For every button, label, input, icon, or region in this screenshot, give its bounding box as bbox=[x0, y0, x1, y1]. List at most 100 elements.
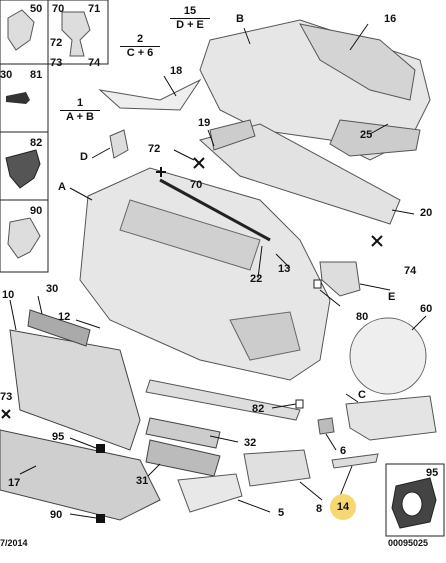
callout-60: 60 bbox=[420, 303, 433, 315]
callout-73: 73 bbox=[0, 391, 13, 403]
callout-22: 22 bbox=[250, 273, 263, 285]
inset-label-30: 30 bbox=[0, 69, 13, 81]
callout-16: 16 bbox=[384, 13, 397, 25]
leader-25 bbox=[369, 123, 389, 135]
bumper-upper-grille-area bbox=[119, 199, 261, 271]
group-2-items: C + 6 bbox=[126, 47, 154, 59]
highlight-callout-14-label: 14 bbox=[336, 501, 350, 513]
cross-74 bbox=[371, 235, 383, 247]
group-15-num: 15 bbox=[183, 5, 197, 17]
part-16-shape bbox=[299, 23, 416, 101]
part-C-shape bbox=[345, 395, 437, 441]
leader-17 bbox=[19, 465, 37, 475]
marker-80 bbox=[313, 279, 322, 289]
inset-label-82: 82 bbox=[30, 137, 43, 149]
callout-A: A bbox=[58, 181, 66, 193]
leader-D bbox=[91, 147, 111, 159]
callout-90: 90 bbox=[50, 509, 63, 521]
leader-31 bbox=[147, 463, 161, 477]
part-6-shape bbox=[317, 417, 335, 435]
part-5-shape bbox=[177, 473, 243, 513]
part-25-shape bbox=[329, 119, 421, 157]
inset-label-81: 81 bbox=[30, 69, 43, 81]
group-2-num: 2 bbox=[136, 33, 144, 45]
leader-82 bbox=[271, 403, 297, 409]
callout-70: 70 bbox=[190, 179, 203, 191]
inset-label-70: 70 bbox=[52, 3, 65, 15]
callout-19: 19 bbox=[198, 117, 211, 129]
fastener-90-shape bbox=[7, 217, 41, 259]
cross-72 bbox=[193, 157, 205, 169]
callout-D: D bbox=[80, 151, 88, 163]
part-32-shape bbox=[145, 417, 221, 449]
callout-5: 5 bbox=[278, 507, 285, 519]
callout-95: 95 bbox=[52, 431, 65, 443]
part-kit-60-shape bbox=[349, 317, 427, 395]
leader-72 bbox=[173, 149, 195, 161]
callout-17: 17 bbox=[8, 477, 21, 489]
highlight-callout-14[interactable]: 14 bbox=[330, 494, 356, 520]
footer-reference: 00095025 bbox=[388, 538, 429, 548]
leader-22 bbox=[257, 245, 263, 279]
callout-18: 18 bbox=[170, 65, 183, 77]
callout-E: E bbox=[388, 291, 396, 303]
part-95-inset-hole bbox=[401, 491, 423, 517]
clip-82-shape bbox=[5, 149, 41, 189]
clip-50-shape bbox=[7, 9, 35, 51]
part-E-bracket-shape bbox=[319, 261, 361, 297]
part-18-shape bbox=[98, 78, 202, 111]
group-15: 15 D + E bbox=[170, 6, 210, 31]
inset-label-71: 71 bbox=[88, 3, 101, 15]
part-82-strip-shape bbox=[145, 379, 301, 421]
callout-8: 8 bbox=[316, 503, 323, 515]
part-spoiler-17-shape bbox=[0, 429, 161, 521]
cross-70 bbox=[156, 167, 166, 177]
callout-32: 32 bbox=[244, 437, 257, 449]
group-1-divider bbox=[60, 110, 100, 111]
callout-20: 20 bbox=[420, 207, 433, 219]
group-15-divider bbox=[170, 18, 210, 19]
leader-19 bbox=[207, 129, 215, 147]
leader-95 bbox=[69, 437, 97, 449]
leader-14 bbox=[339, 465, 353, 497]
callout-30: 30 bbox=[46, 283, 59, 295]
callout-25: 25 bbox=[360, 129, 373, 141]
leader-8 bbox=[299, 481, 323, 501]
callout-B: B bbox=[236, 13, 244, 25]
rivet-30-shape bbox=[6, 92, 30, 104]
group-1: 1 A + B bbox=[60, 98, 100, 123]
leader-E bbox=[359, 283, 391, 291]
inset-label-95: 95 bbox=[426, 467, 439, 479]
leader-32 bbox=[209, 435, 239, 443]
marker-90 bbox=[96, 514, 105, 523]
marker-82 bbox=[295, 399, 304, 409]
callout-6: 6 bbox=[340, 445, 347, 457]
leader-10 bbox=[9, 299, 17, 331]
cross-markers bbox=[1, 157, 383, 419]
leader-16 bbox=[349, 23, 369, 51]
leader-20 bbox=[391, 209, 415, 215]
leader-6 bbox=[325, 433, 337, 451]
leader-lines bbox=[9, 23, 427, 519]
leader-5 bbox=[237, 499, 271, 513]
inset-label-74: 74 bbox=[88, 57, 101, 69]
inset-label-73: 73 bbox=[50, 57, 63, 69]
callout-74: 74 bbox=[404, 265, 417, 277]
group-15-items: D + E bbox=[176, 19, 204, 31]
group-2-divider bbox=[120, 46, 160, 47]
group-1-num: 1 bbox=[76, 97, 84, 109]
footer-date: 7/2014 bbox=[0, 538, 28, 548]
callout-10: 10 bbox=[2, 289, 15, 301]
leader-30 bbox=[37, 295, 43, 315]
callout-80: 80 bbox=[356, 311, 369, 323]
marker-95 bbox=[96, 444, 105, 453]
callout-72: 72 bbox=[148, 143, 161, 155]
bolt-71-shape bbox=[61, 11, 91, 57]
callout-31: 31 bbox=[136, 475, 149, 487]
inset-label-50: 50 bbox=[30, 3, 43, 15]
callout-82: 82 bbox=[252, 403, 265, 415]
part-strip-70-shape bbox=[159, 178, 271, 242]
part-14-shape bbox=[331, 453, 379, 469]
leader-18 bbox=[163, 75, 177, 97]
callout-13: 13 bbox=[278, 263, 291, 275]
